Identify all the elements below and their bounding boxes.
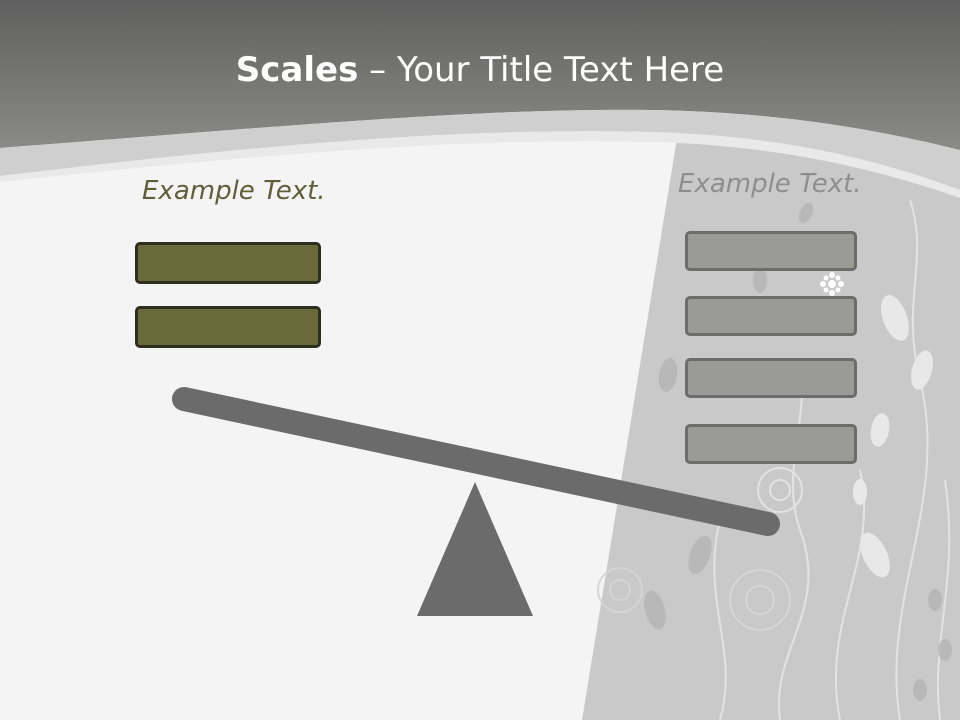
right-box-3: [685, 358, 857, 398]
right-example-text: Example Text.: [678, 169, 862, 199]
left-box-1: [135, 242, 321, 284]
right-box-2: [685, 296, 857, 336]
title-bold: Scales: [235, 50, 359, 90]
seesaw-beam: [172, 387, 780, 536]
leaf-shapes: [853, 295, 933, 578]
right-box-4: [685, 424, 857, 464]
flower-icon: [820, 272, 844, 296]
title-rest: – Your Title Text Here: [358, 50, 725, 90]
header-ribbon: [0, 109, 960, 190]
slide-title: Scales – Your Title Text Here: [0, 50, 960, 90]
left-example-text: Example Text.: [142, 176, 326, 206]
right-box-1: [685, 231, 857, 271]
header-band: [0, 0, 960, 150]
floral-panel: [582, 120, 960, 720]
floral-pattern: [597, 199, 951, 720]
left-box-2: [135, 306, 321, 348]
fulcrum-triangle: [417, 482, 533, 616]
